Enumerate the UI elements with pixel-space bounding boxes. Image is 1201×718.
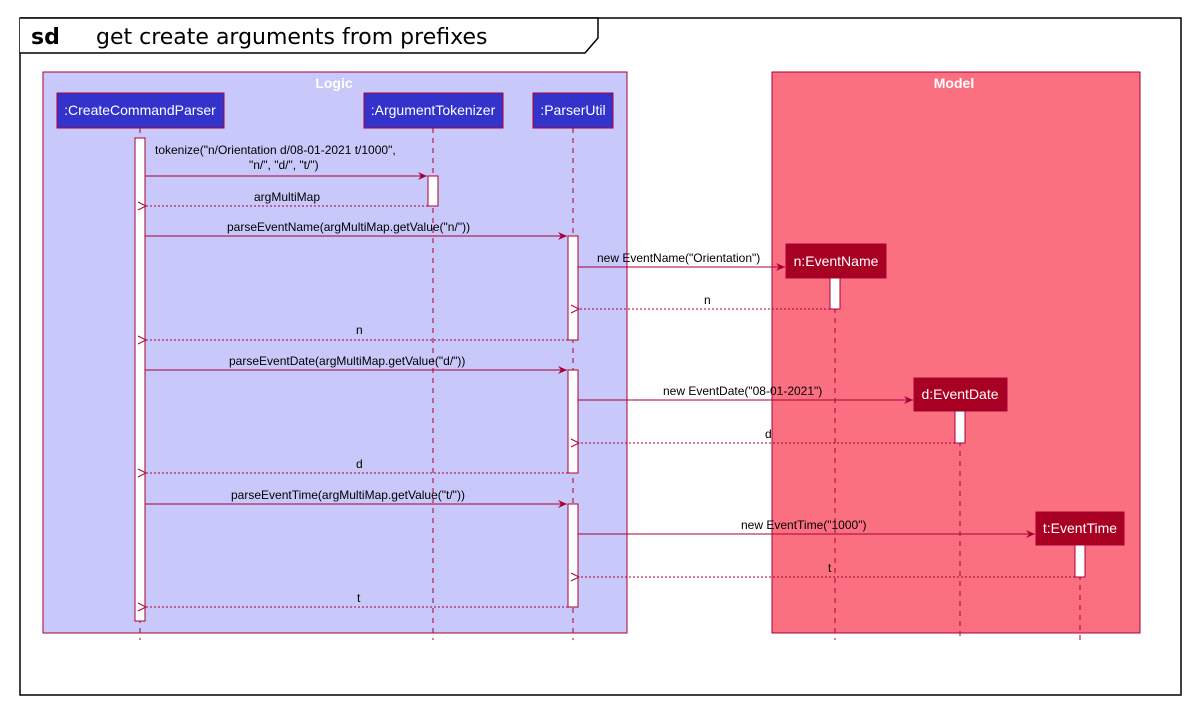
- msg-return-n-inner-label: n: [704, 293, 711, 307]
- msg-return-t-inner-label: t: [828, 561, 832, 575]
- participant-eventdate-label: d:EventDate: [921, 386, 998, 402]
- frame-tab: [20, 17, 599, 54]
- activation-eventdate: [954, 410, 966, 444]
- msg-tokenize-label-1: tokenize("n/Orientation d/08-01-2021 t/1…: [155, 143, 396, 157]
- msg-return-n-outer-label: n: [356, 323, 363, 337]
- participant-eventtime: [1035, 511, 1125, 546]
- participant-parserutil: [532, 92, 614, 129]
- msg-neweventdate-label: new EventDate("08-01-2021"): [663, 384, 822, 398]
- activation-argumenttokenizer: [427, 175, 439, 207]
- frame-title: get create arguments from prefixes: [96, 25, 487, 50]
- participant-argumenttokenizer: [363, 92, 504, 129]
- participant-createcommandparser: [56, 92, 225, 129]
- frame-tag: sd: [31, 25, 60, 50]
- participant-eventtime-label: t:EventTime: [1043, 520, 1117, 536]
- msg-parseeventname-label: parseEventName(argMultiMap.getValue("n/"…: [227, 220, 470, 234]
- msg-parseeventtime-label: parseEventTime(argMultiMap.getValue("t/"…: [231, 488, 465, 502]
- msg-return-t-outer-label: t: [357, 591, 361, 605]
- participant-createcommandparser-label: :CreateCommandParser: [64, 102, 216, 118]
- msg-return-d-inner-label: d: [765, 427, 772, 441]
- activation-createcommandparser: [134, 137, 146, 622]
- participant-parserutil-label: :ParserUtil: [540, 102, 605, 118]
- activation-eventtime: [1074, 544, 1086, 578]
- msg-neweventtime-label: new EventTime("1000"): [741, 518, 866, 532]
- participant-eventname-label: n:EventName: [794, 253, 879, 269]
- msg-parseeventdate-label: parseEventDate(argMultiMap.getValue("d/"…: [229, 354, 465, 368]
- activation-parserutil-date: [567, 369, 579, 474]
- msg-tokenize-label-2: "n/", "d/", "t/"): [249, 158, 319, 172]
- logic-group-title: Logic: [315, 75, 353, 91]
- activation-parserutil-time: [567, 503, 579, 608]
- activation-parserutil-name: [567, 235, 579, 341]
- msg-return-d-outer-label: d: [356, 457, 363, 471]
- msg-neweventname-label: new EventName("Orientation"): [597, 251, 760, 265]
- model-group-title: Model: [934, 75, 974, 91]
- msg-argmultimap-label: argMultiMap: [254, 190, 320, 204]
- activation-eventname: [829, 277, 841, 310]
- participant-argumenttokenizer-label: :ArgumentTokenizer: [371, 102, 496, 118]
- participant-eventname: [785, 243, 887, 279]
